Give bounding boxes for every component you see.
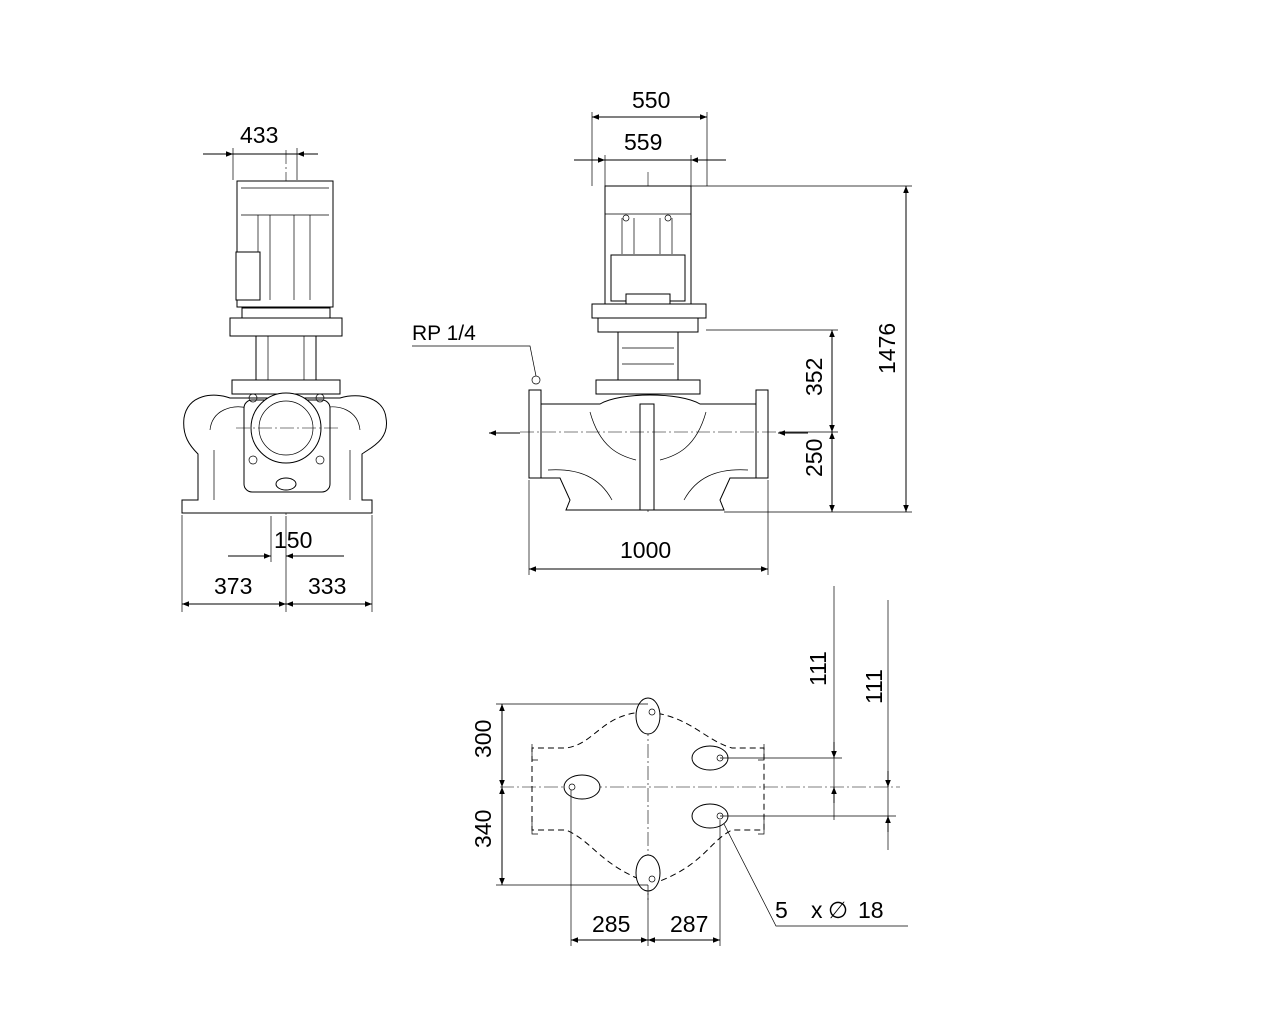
dim-1000: 1000 xyxy=(620,537,671,563)
dim-150: 150 xyxy=(274,527,312,553)
dim-373: 373 xyxy=(214,573,252,599)
label-vent-plug: RP 1/4 xyxy=(412,322,476,345)
dim-250: 250 xyxy=(801,439,827,477)
dim-287: 287 xyxy=(670,911,708,937)
bolt-holes xyxy=(563,697,729,892)
holes-count: 5 xyxy=(775,897,788,923)
dim-1476: 1476 xyxy=(874,323,900,374)
holes-x: x xyxy=(811,897,823,923)
dim-111-outer: 111 xyxy=(861,669,887,704)
dim-285: 285 xyxy=(592,911,630,937)
hole-callout: 5 x ∅ 18 xyxy=(775,897,884,923)
front-view: RP 1/4 550 559 1476 352 250 xyxy=(412,87,912,575)
holes-diameter: 18 xyxy=(858,897,884,923)
diameter-symbol: ∅ xyxy=(828,897,848,923)
dim-333: 333 xyxy=(308,573,346,599)
dim-300: 300 xyxy=(470,720,496,758)
dim-550: 550 xyxy=(632,87,670,113)
dim-111-inner: 111 xyxy=(805,651,831,686)
side-view: 433 150 373 333 xyxy=(181,122,387,612)
base-plan-view: 300 340 285 287 111 111 5 x ∅ 18 xyxy=(470,586,908,946)
dim-340: 340 xyxy=(470,810,496,848)
dim-352: 352 xyxy=(801,358,827,396)
dim-433: 433 xyxy=(240,122,278,148)
motor-front xyxy=(604,185,692,305)
motor-side xyxy=(235,180,334,308)
dim-559: 559 xyxy=(624,129,662,155)
